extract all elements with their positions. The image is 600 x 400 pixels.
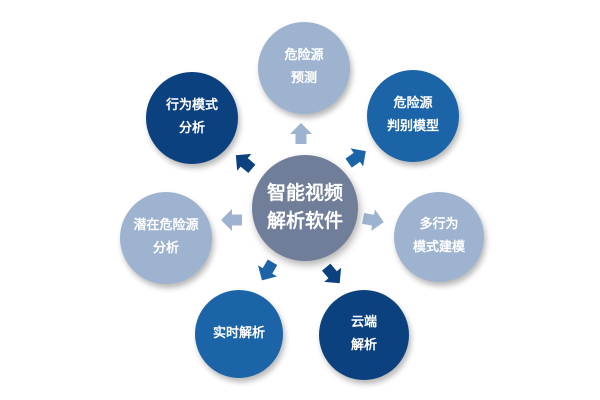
node-cloud-analysis: 云端 解析 bbox=[319, 290, 409, 380]
node-multi-behavior-modeling: 多行为 模式建模 bbox=[394, 192, 484, 282]
node-potential-hazard-analysis: 潜在危险源 分析 bbox=[120, 192, 212, 284]
node-label-line: 潜在危险源 bbox=[133, 218, 199, 234]
node-label-line: 预测 bbox=[290, 71, 317, 86]
arrow-icon bbox=[235, 153, 256, 173]
arrow-icon bbox=[257, 259, 278, 281]
node-label-line: 分析 bbox=[152, 241, 179, 256]
node-label-line: 分析 bbox=[178, 121, 205, 136]
arrow-icon bbox=[345, 148, 366, 168]
node-label-line: 解析 bbox=[350, 338, 377, 353]
node-label-line: 危险源 bbox=[284, 48, 324, 64]
arrow-icon bbox=[221, 209, 242, 231]
node-behavior-pattern-analysis: 行为模式 分析 bbox=[146, 72, 238, 164]
arrow-icon bbox=[322, 263, 342, 284]
node-realtime-analysis: 实时解析 bbox=[195, 290, 283, 378]
node-label-line: 模式建模 bbox=[412, 240, 465, 255]
arrow-icon bbox=[362, 209, 384, 232]
arrow-icon bbox=[290, 123, 312, 144]
node-label-line: 危险源 bbox=[393, 96, 433, 112]
node-label-line: 云端 bbox=[350, 315, 377, 331]
node-hazard-identification-model: 危险源 判别模型 bbox=[367, 70, 459, 162]
node-label-line: 多行为 bbox=[419, 217, 459, 233]
center-node-line: 解析软件 bbox=[266, 210, 343, 232]
node-label-line: 行为模式 bbox=[165, 98, 218, 114]
node-label-line: 实时解析 bbox=[212, 325, 265, 341]
node-hazard-prediction: 危险源 预测 bbox=[258, 22, 350, 114]
center-node-line: 智能视频 bbox=[266, 182, 343, 205]
center-node: 智能视频 解析软件 bbox=[252, 155, 358, 261]
node-label-line: 判别模型 bbox=[386, 119, 439, 134]
